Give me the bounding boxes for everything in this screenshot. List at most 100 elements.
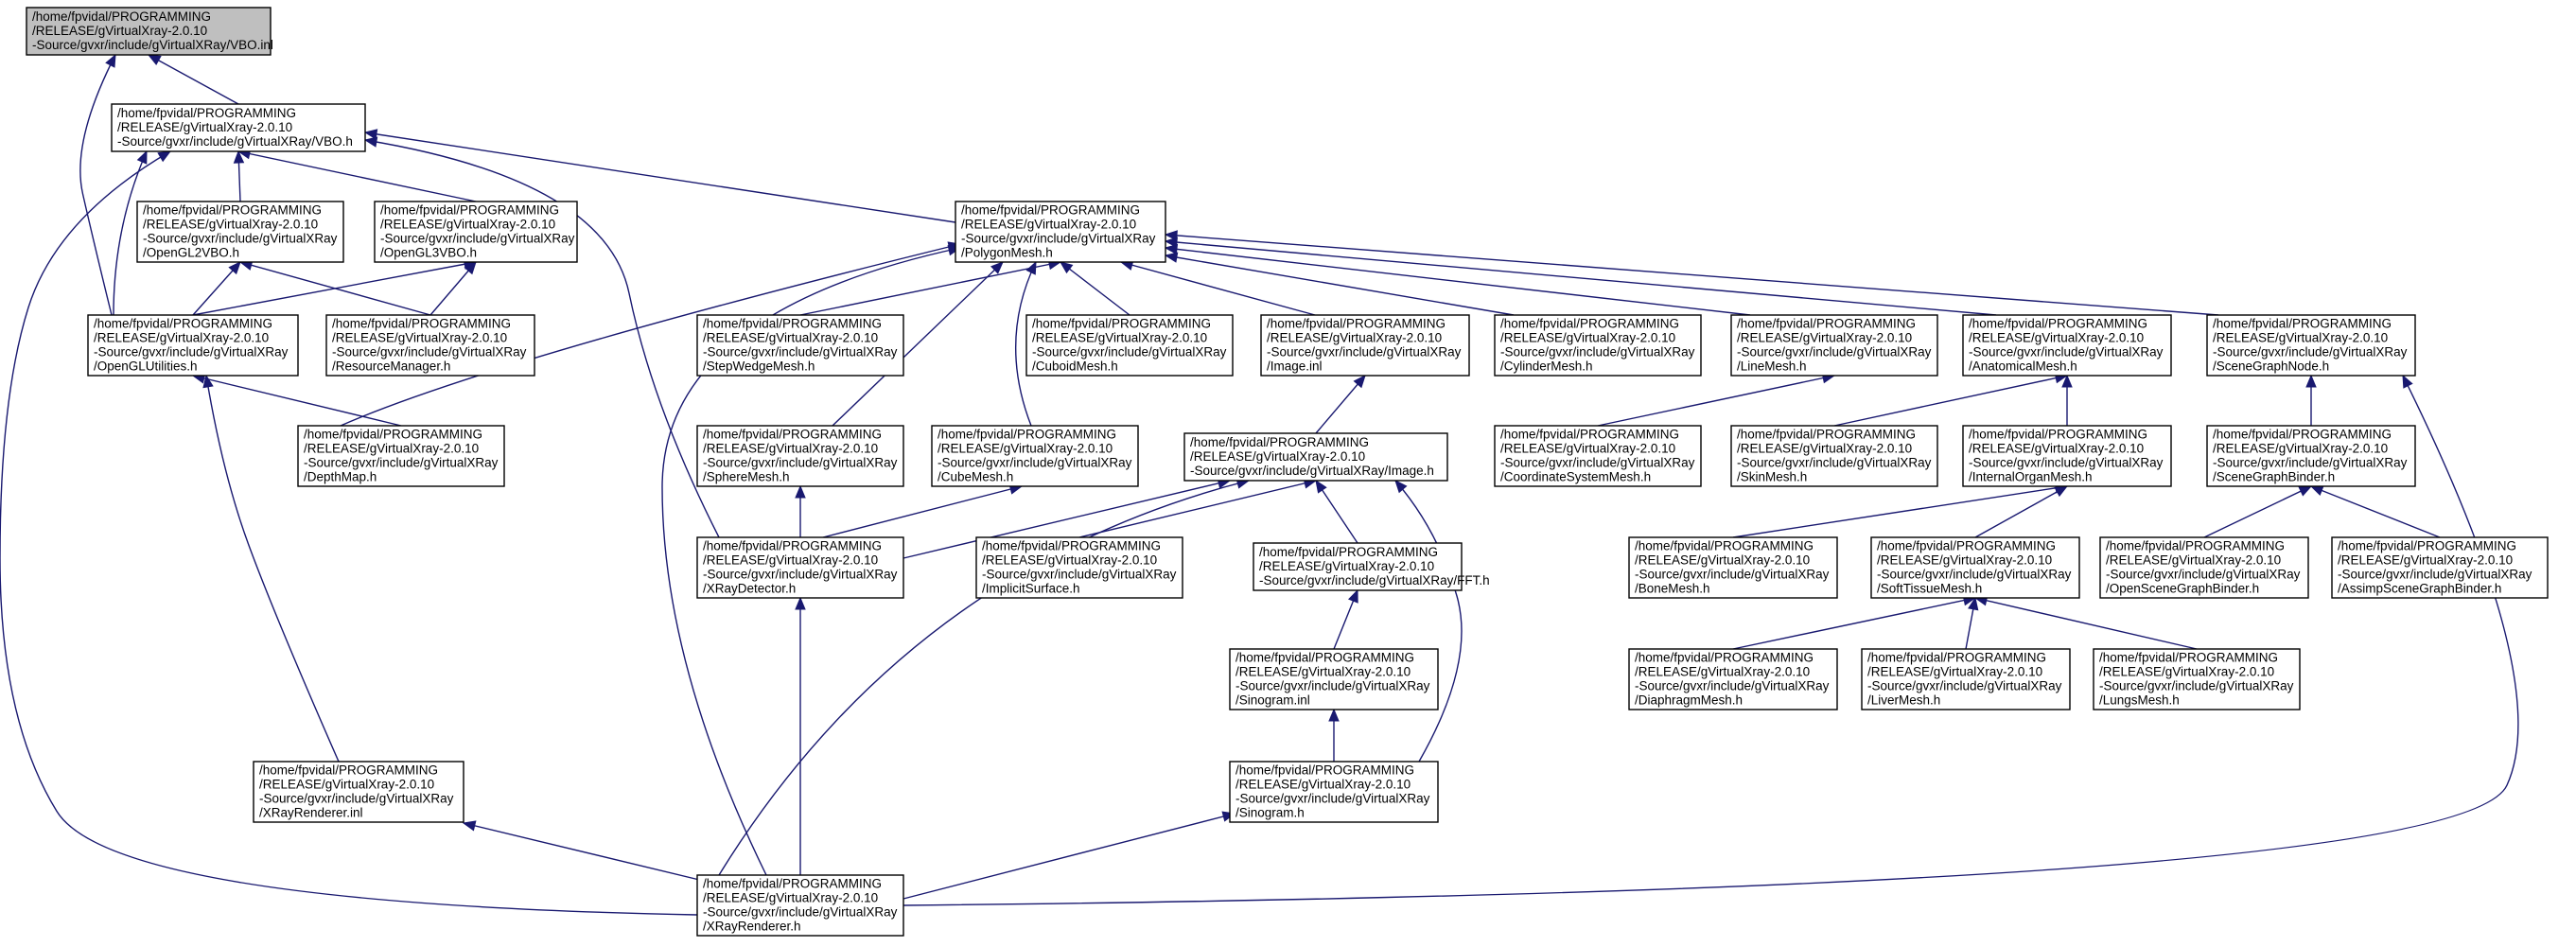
node-openglutilities[interactable]: /home/fpvidal/PROGRAMMING/RELEASE/gVirtu…	[87, 314, 299, 377]
node-cubemesh[interactable]: /home/fpvidal/PROGRAMMING/RELEASE/gVirtu…	[931, 425, 1139, 487]
node-lungsmesh[interactable]: /home/fpvidal/PROGRAMMING/RELEASE/gVirtu…	[2093, 648, 2301, 710]
node-label-line: /home/fpvidal/PROGRAMMING	[1737, 428, 1916, 442]
node-box	[1253, 542, 1463, 591]
node-scenegraphbinder[interactable]: /home/fpvidal/PROGRAMMING/RELEASE/gVirtu…	[2206, 425, 2416, 487]
node-label-line: -Source/gvxr/include/gVirtualXRay	[380, 232, 575, 246]
node-implicitsurface[interactable]: /home/fpvidal/PROGRAMMING/RELEASE/gVirtu…	[975, 536, 1183, 599]
node-label-line: -Source/gvxr/include/gVirtualXRay	[1032, 345, 1227, 360]
node-label-line: /StepWedgeMesh.h	[703, 360, 815, 374]
node-label-line: /SphereMesh.h	[703, 470, 790, 484]
node-label-line: /SkinMesh.h	[1737, 470, 1807, 484]
node-label-line: /home/fpvidal/PROGRAMMING	[1190, 435, 1369, 449]
edge-line	[364, 132, 956, 223]
arrowhead-icon	[1315, 479, 1327, 494]
node-box	[2093, 648, 2301, 710]
arrowhead-icon	[1394, 480, 1408, 494]
node-label-line: /RELEASE/gVirtualXray-2.0.10	[703, 553, 878, 568]
node-vbo-h[interactable]: /home/fpvidal/PROGRAMMING/RELEASE/gVirtu…	[111, 103, 366, 152]
node-openscenegraphbinder[interactable]: /home/fpvidal/PROGRAMMING/RELEASE/gVirtu…	[2099, 536, 2309, 599]
node-label-line: /home/fpvidal/PROGRAMMING	[938, 428, 1116, 442]
node-label-line: /home/fpvidal/PROGRAMMING	[1259, 545, 1438, 559]
node-label-line: -Source/gvxr/include/gVirtualXRay	[304, 456, 499, 470]
node-fft[interactable]: /home/fpvidal/PROGRAMMING/RELEASE/gVirtu…	[1253, 542, 1490, 591]
node-label-line: /RELEASE/gVirtualXray-2.0.10	[2213, 442, 2388, 456]
node-xraydetector[interactable]: /home/fpvidal/PROGRAMMING/RELEASE/gVirtu…	[696, 536, 904, 599]
node-label-line: /RELEASE/gVirtualXray-2.0.10	[2099, 665, 2274, 679]
node-softtissuemesh[interactable]: /home/fpvidal/PROGRAMMING/RELEASE/gVirtu…	[1870, 536, 2080, 599]
edge-opengl3vbo-to-vbo_h	[237, 148, 477, 202]
edge-openglutilities-to-vbo_h	[113, 149, 148, 316]
edge-vbo_h-to-vbo_inl	[147, 54, 239, 105]
node-label-line: /DiaphragmMesh.h	[1635, 693, 1743, 708]
node-assimpscenegraphbinder[interactable]: /home/fpvidal/PROGRAMMING/RELEASE/gVirtu…	[2331, 536, 2549, 599]
node-box	[1025, 314, 1234, 377]
node-image-h[interactable]: /home/fpvidal/PROGRAMMING/RELEASE/gVirtu…	[1183, 432, 1448, 482]
node-label-line: /ImplicitSurface.h	[982, 582, 1080, 596]
edge-polygonmesh-to-vbo_h	[363, 129, 956, 223]
node-vbo-inl[interactable]: /home/fpvidal/PROGRAMMING/RELEASE/gVirtu…	[26, 7, 273, 56]
node-label-line: /CuboidMesh.h	[1032, 360, 1118, 374]
node-box	[1861, 648, 2071, 710]
node-polygonmesh[interactable]: /home/fpvidal/PROGRAMMING/RELEASE/gVirtu…	[955, 201, 1166, 263]
edge-linemesh-to-polygonmesh	[1164, 243, 1751, 316]
node-scenegraphnode[interactable]: /home/fpvidal/PROGRAMMING/RELEASE/gVirtu…	[2206, 314, 2416, 377]
node-label-line: -Source/gvxr/include/gVirtualXRay/FFT.h	[1259, 573, 1490, 587]
node-label-line: -Source/gvxr/include/gVirtualXRay	[143, 232, 338, 246]
arrowhead-icon	[1164, 230, 1178, 241]
node-label-line: /home/fpvidal/PROGRAMMING	[143, 203, 322, 218]
node-cuboidmesh[interactable]: /home/fpvidal/PROGRAMMING/RELEASE/gVirtu…	[1025, 314, 1234, 377]
node-label-line: -Source/gvxr/include/gVirtualXRay	[2213, 345, 2408, 360]
node-resourcemanager[interactable]: /home/fpvidal/PROGRAMMING/RELEASE/gVirtu…	[325, 314, 535, 377]
node-label-line: /home/fpvidal/PROGRAMMING	[259, 763, 438, 778]
arrowhead-icon	[1968, 596, 1979, 611]
node-sinogram-h[interactable]: /home/fpvidal/PROGRAMMING/RELEASE/gVirtu…	[1229, 761, 1439, 823]
edge-line	[718, 480, 1250, 876]
node-label-line: /RELEASE/gVirtualXray-2.0.10	[143, 218, 318, 232]
edge-coordinatesystemmesh-to-linemesh	[1597, 372, 1836, 427]
edge-cubemesh-to-polygonmesh	[1015, 260, 1037, 427]
node-label-line: -Source/gvxr/include/gVirtualXRay/Image.…	[1190, 464, 1434, 478]
node-anatomicalmesh[interactable]: /home/fpvidal/PROGRAMMING/RELEASE/gVirtu…	[1962, 314, 2172, 377]
edge-line	[902, 813, 1235, 900]
node-opengl3vbo[interactable]: /home/fpvidal/PROGRAMMING/RELEASE/gVirtu…	[374, 201, 578, 263]
node-label-line: -Source/gvxr/include/gVirtualXRay	[982, 568, 1177, 582]
node-label-line: /home/fpvidal/PROGRAMMING	[703, 539, 882, 553]
node-label-line: /RELEASE/gVirtualXray-2.0.10	[961, 218, 1136, 232]
node-depthmap[interactable]: /home/fpvidal/PROGRAMMING/RELEASE/gVirtu…	[297, 425, 505, 487]
node-sinogram-inl[interactable]: /home/fpvidal/PROGRAMMING/RELEASE/gVirtu…	[1229, 648, 1439, 710]
node-label-line: /home/fpvidal/PROGRAMMING	[2213, 428, 2392, 442]
node-spheremesh[interactable]: /home/fpvidal/PROGRAMMING/RELEASE/gVirtu…	[696, 425, 904, 487]
node-label-line: /RELEASE/gVirtualXray-2.0.10	[938, 442, 1113, 456]
node-box	[297, 425, 505, 487]
node-label-line: /XRayDetector.h	[703, 582, 796, 596]
edge-line	[1394, 480, 1463, 763]
node-linemesh[interactable]: /home/fpvidal/PROGRAMMING/RELEASE/gVirtu…	[1730, 314, 1938, 377]
edge-lungsmesh-to-softtissuemesh	[1973, 595, 2198, 650]
node-image-inl[interactable]: /home/fpvidal/PROGRAMMING/RELEASE/gVirtu…	[1260, 314, 1470, 377]
edge-line	[1165, 247, 1751, 316]
node-skinmesh[interactable]: /home/fpvidal/PROGRAMMING/RELEASE/gVirtu…	[1730, 425, 1938, 487]
node-internalorganmesh[interactable]: /home/fpvidal/PROGRAMMING/RELEASE/gVirtu…	[1962, 425, 2172, 487]
node-label-line: /RELEASE/gVirtualXray-2.0.10	[332, 331, 507, 345]
arrowhead-icon	[795, 484, 806, 499]
node-xrayrenderer-h[interactable]: /home/fpvidal/PROGRAMMING/RELEASE/gVirtu…	[696, 874, 904, 937]
edge-xrayrenderer_h-to-scenegraphnode	[902, 374, 2519, 906]
arrowhead-icon	[462, 820, 477, 832]
node-cylindermesh[interactable]: /home/fpvidal/PROGRAMMING/RELEASE/gVirtu…	[1494, 314, 1702, 377]
edge-diaphragmmesh-to-softtissuemesh	[1732, 594, 1977, 650]
node-diaphragmmesh[interactable]: /home/fpvidal/PROGRAMMING/RELEASE/gVirtu…	[1628, 648, 1838, 710]
arrowhead-icon	[1353, 375, 1366, 389]
node-label-line: -Source/gvxr/include/gVirtualXRay	[1969, 345, 2164, 360]
node-coordinatesystemmesh[interactable]: /home/fpvidal/PROGRAMMING/RELEASE/gVirtu…	[1494, 425, 1702, 487]
edges-layer	[0, 53, 2519, 916]
node-stepwedgemesh[interactable]: /home/fpvidal/PROGRAMMING/RELEASE/gVirtu…	[696, 314, 904, 377]
edge-assimpscenegraphbinder-to-scenegraphbinder	[2309, 485, 2441, 538]
arrowhead-icon	[105, 53, 116, 68]
node-opengl2vbo[interactable]: /home/fpvidal/PROGRAMMING/RELEASE/gVirtu…	[136, 201, 344, 263]
node-xrayrenderer-inl[interactable]: /home/fpvidal/PROGRAMMING/RELEASE/gVirtu…	[253, 761, 464, 823]
node-label-line: /Sinogram.h	[1235, 806, 1305, 820]
node-bonemesh[interactable]: /home/fpvidal/PROGRAMMING/RELEASE/gVirtu…	[1628, 536, 1838, 599]
node-label-line: /home/fpvidal/PROGRAMMING	[2099, 651, 2278, 665]
arrowhead-icon	[2298, 485, 2313, 497]
node-livermesh[interactable]: /home/fpvidal/PROGRAMMING/RELEASE/gVirtu…	[1861, 648, 2071, 710]
